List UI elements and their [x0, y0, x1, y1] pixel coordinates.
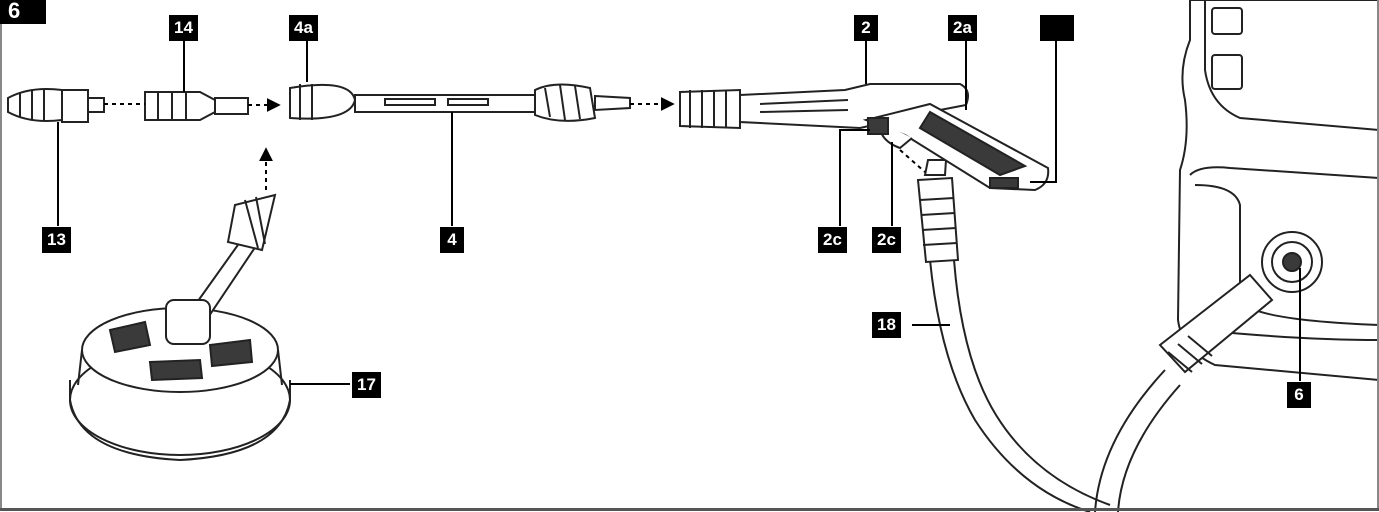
callout-2c-right: 2c	[872, 227, 901, 253]
callout-18: 18	[872, 312, 901, 338]
leader-lines	[57, 41, 1301, 385]
spray-gun	[679, 83, 1050, 192]
patio-cleaner	[69, 193, 291, 462]
nozzle	[7, 88, 105, 123]
hose	[916, 159, 1274, 512]
callout-17: 17	[352, 372, 381, 398]
callout-2: 2	[854, 15, 878, 41]
callout-4a: 4a	[289, 15, 318, 41]
connection-arrows	[104, 97, 926, 190]
lance	[289, 83, 631, 122]
callout-4: 4	[440, 227, 464, 253]
callout-2b-blank	[1040, 15, 1074, 41]
frame-bottom-edge	[0, 508, 1379, 511]
callout-6: 6	[1287, 382, 1311, 408]
callout-13: 13	[42, 227, 71, 253]
callout-14: 14	[169, 15, 198, 41]
adapter	[144, 91, 249, 121]
callout-2c-left: 2c	[818, 227, 847, 253]
callout-2a: 2a	[948, 15, 977, 41]
figure-number: 6	[0, 0, 46, 24]
